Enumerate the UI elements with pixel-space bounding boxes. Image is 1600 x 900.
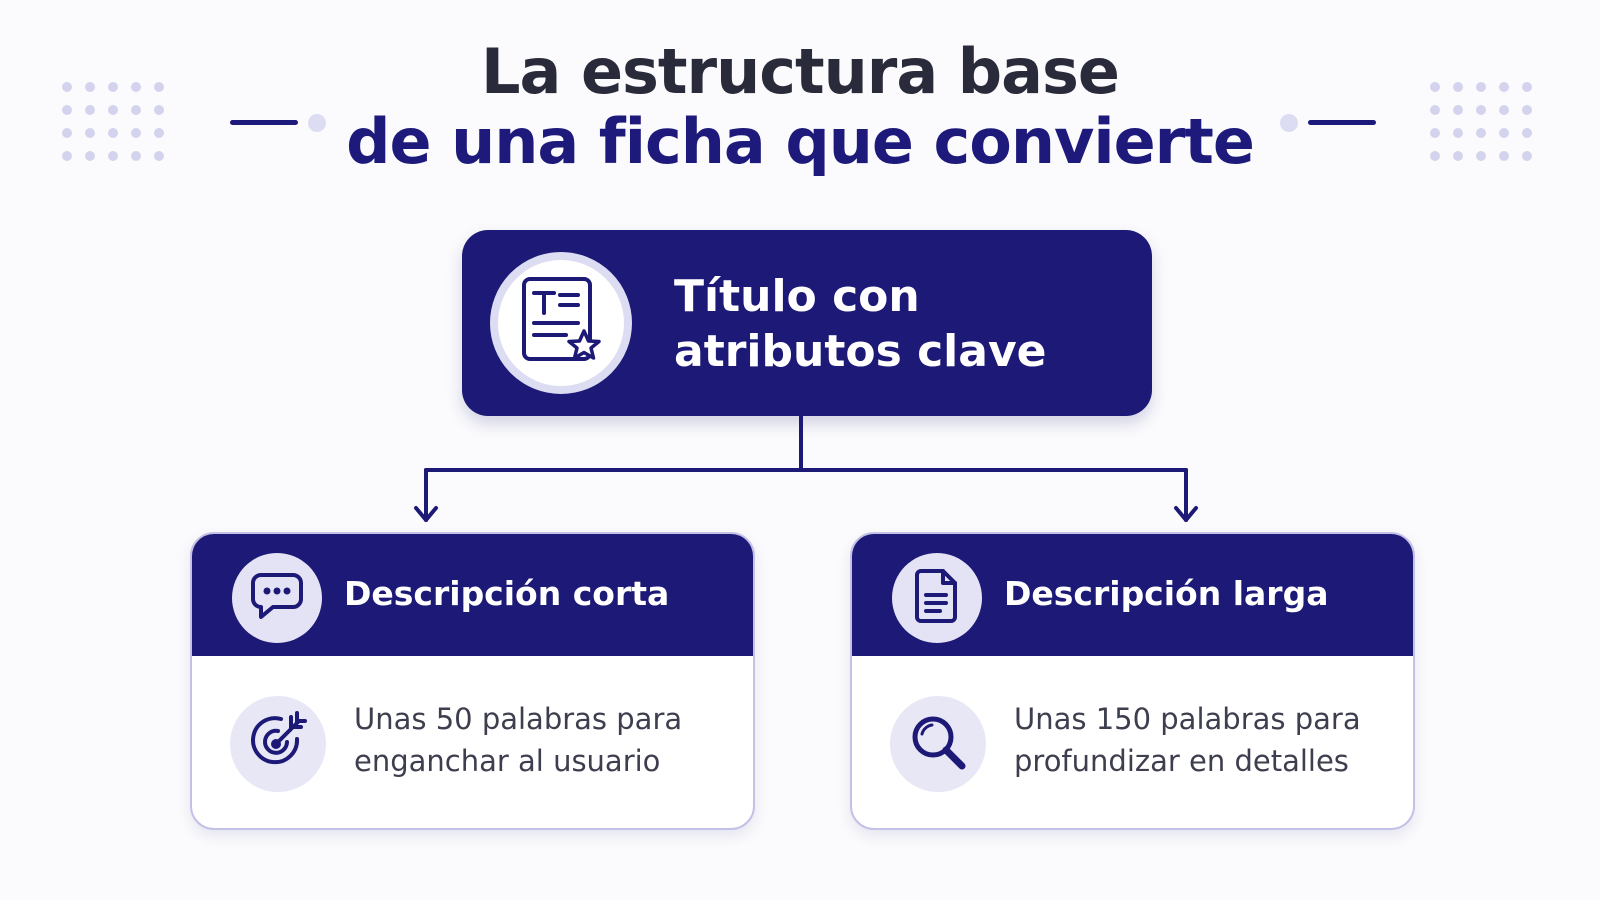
document-icon xyxy=(915,569,959,627)
title-accent-line-left xyxy=(230,120,298,125)
card-body-line-1: Unas 50 palabras para xyxy=(354,702,683,736)
top-node-label: Título con atributos clave xyxy=(674,270,1114,379)
card-body-text: Unas 50 palabras para enganchar al usuar… xyxy=(354,698,734,783)
title-line-1: La estructura base xyxy=(481,35,1120,108)
title-accent-dot-right xyxy=(1280,114,1298,132)
card-short-description: Descripción corta Unas 50 palabras para … xyxy=(190,532,755,830)
target-icon xyxy=(247,711,309,777)
decorative-dots-right xyxy=(1430,82,1532,161)
title-accent-dot-left xyxy=(308,114,326,132)
top-node-label-line-2: atributos clave xyxy=(674,325,1047,377)
arrow-right-head xyxy=(1174,506,1198,522)
page-title: La estructura base de una ficha que conv… xyxy=(0,35,1600,179)
arrow-left-head xyxy=(414,506,438,522)
card-body-line-2: profundizar en detalles xyxy=(1014,744,1349,779)
top-node-icon-circle xyxy=(490,252,632,394)
card-body-line-1: Unas 150 palabras para xyxy=(1014,702,1361,736)
card-body-icon-circle xyxy=(230,696,326,792)
top-node-label-line-1: Título con xyxy=(674,271,920,322)
card-body-line-2: enganchar al usuario xyxy=(354,744,661,779)
card-body-icon-circle xyxy=(890,696,986,792)
card-header-label: Descripción larga xyxy=(1004,574,1329,613)
card-body-text: Unas 150 palabras para profundizar en de… xyxy=(1014,698,1394,783)
chat-bubble-icon xyxy=(251,571,303,625)
card-long-description: Descripción larga Unas 150 palabras para… xyxy=(850,532,1415,830)
title-accent-line-right xyxy=(1308,120,1376,125)
card-header-icon-circle xyxy=(892,553,982,643)
title-document-star-icon xyxy=(520,275,602,371)
card-header: Descripción larga xyxy=(852,534,1413,656)
decorative-dots-left xyxy=(62,82,164,161)
card-header-label: Descripción corta xyxy=(344,574,670,613)
top-node-title-attributes: Título con atributos clave xyxy=(462,230,1152,416)
title-line-2: de una ficha que convierte xyxy=(346,105,1255,179)
card-header: Descripción corta xyxy=(192,534,753,656)
card-header-icon-circle xyxy=(232,553,322,643)
magnifier-icon xyxy=(908,712,968,776)
